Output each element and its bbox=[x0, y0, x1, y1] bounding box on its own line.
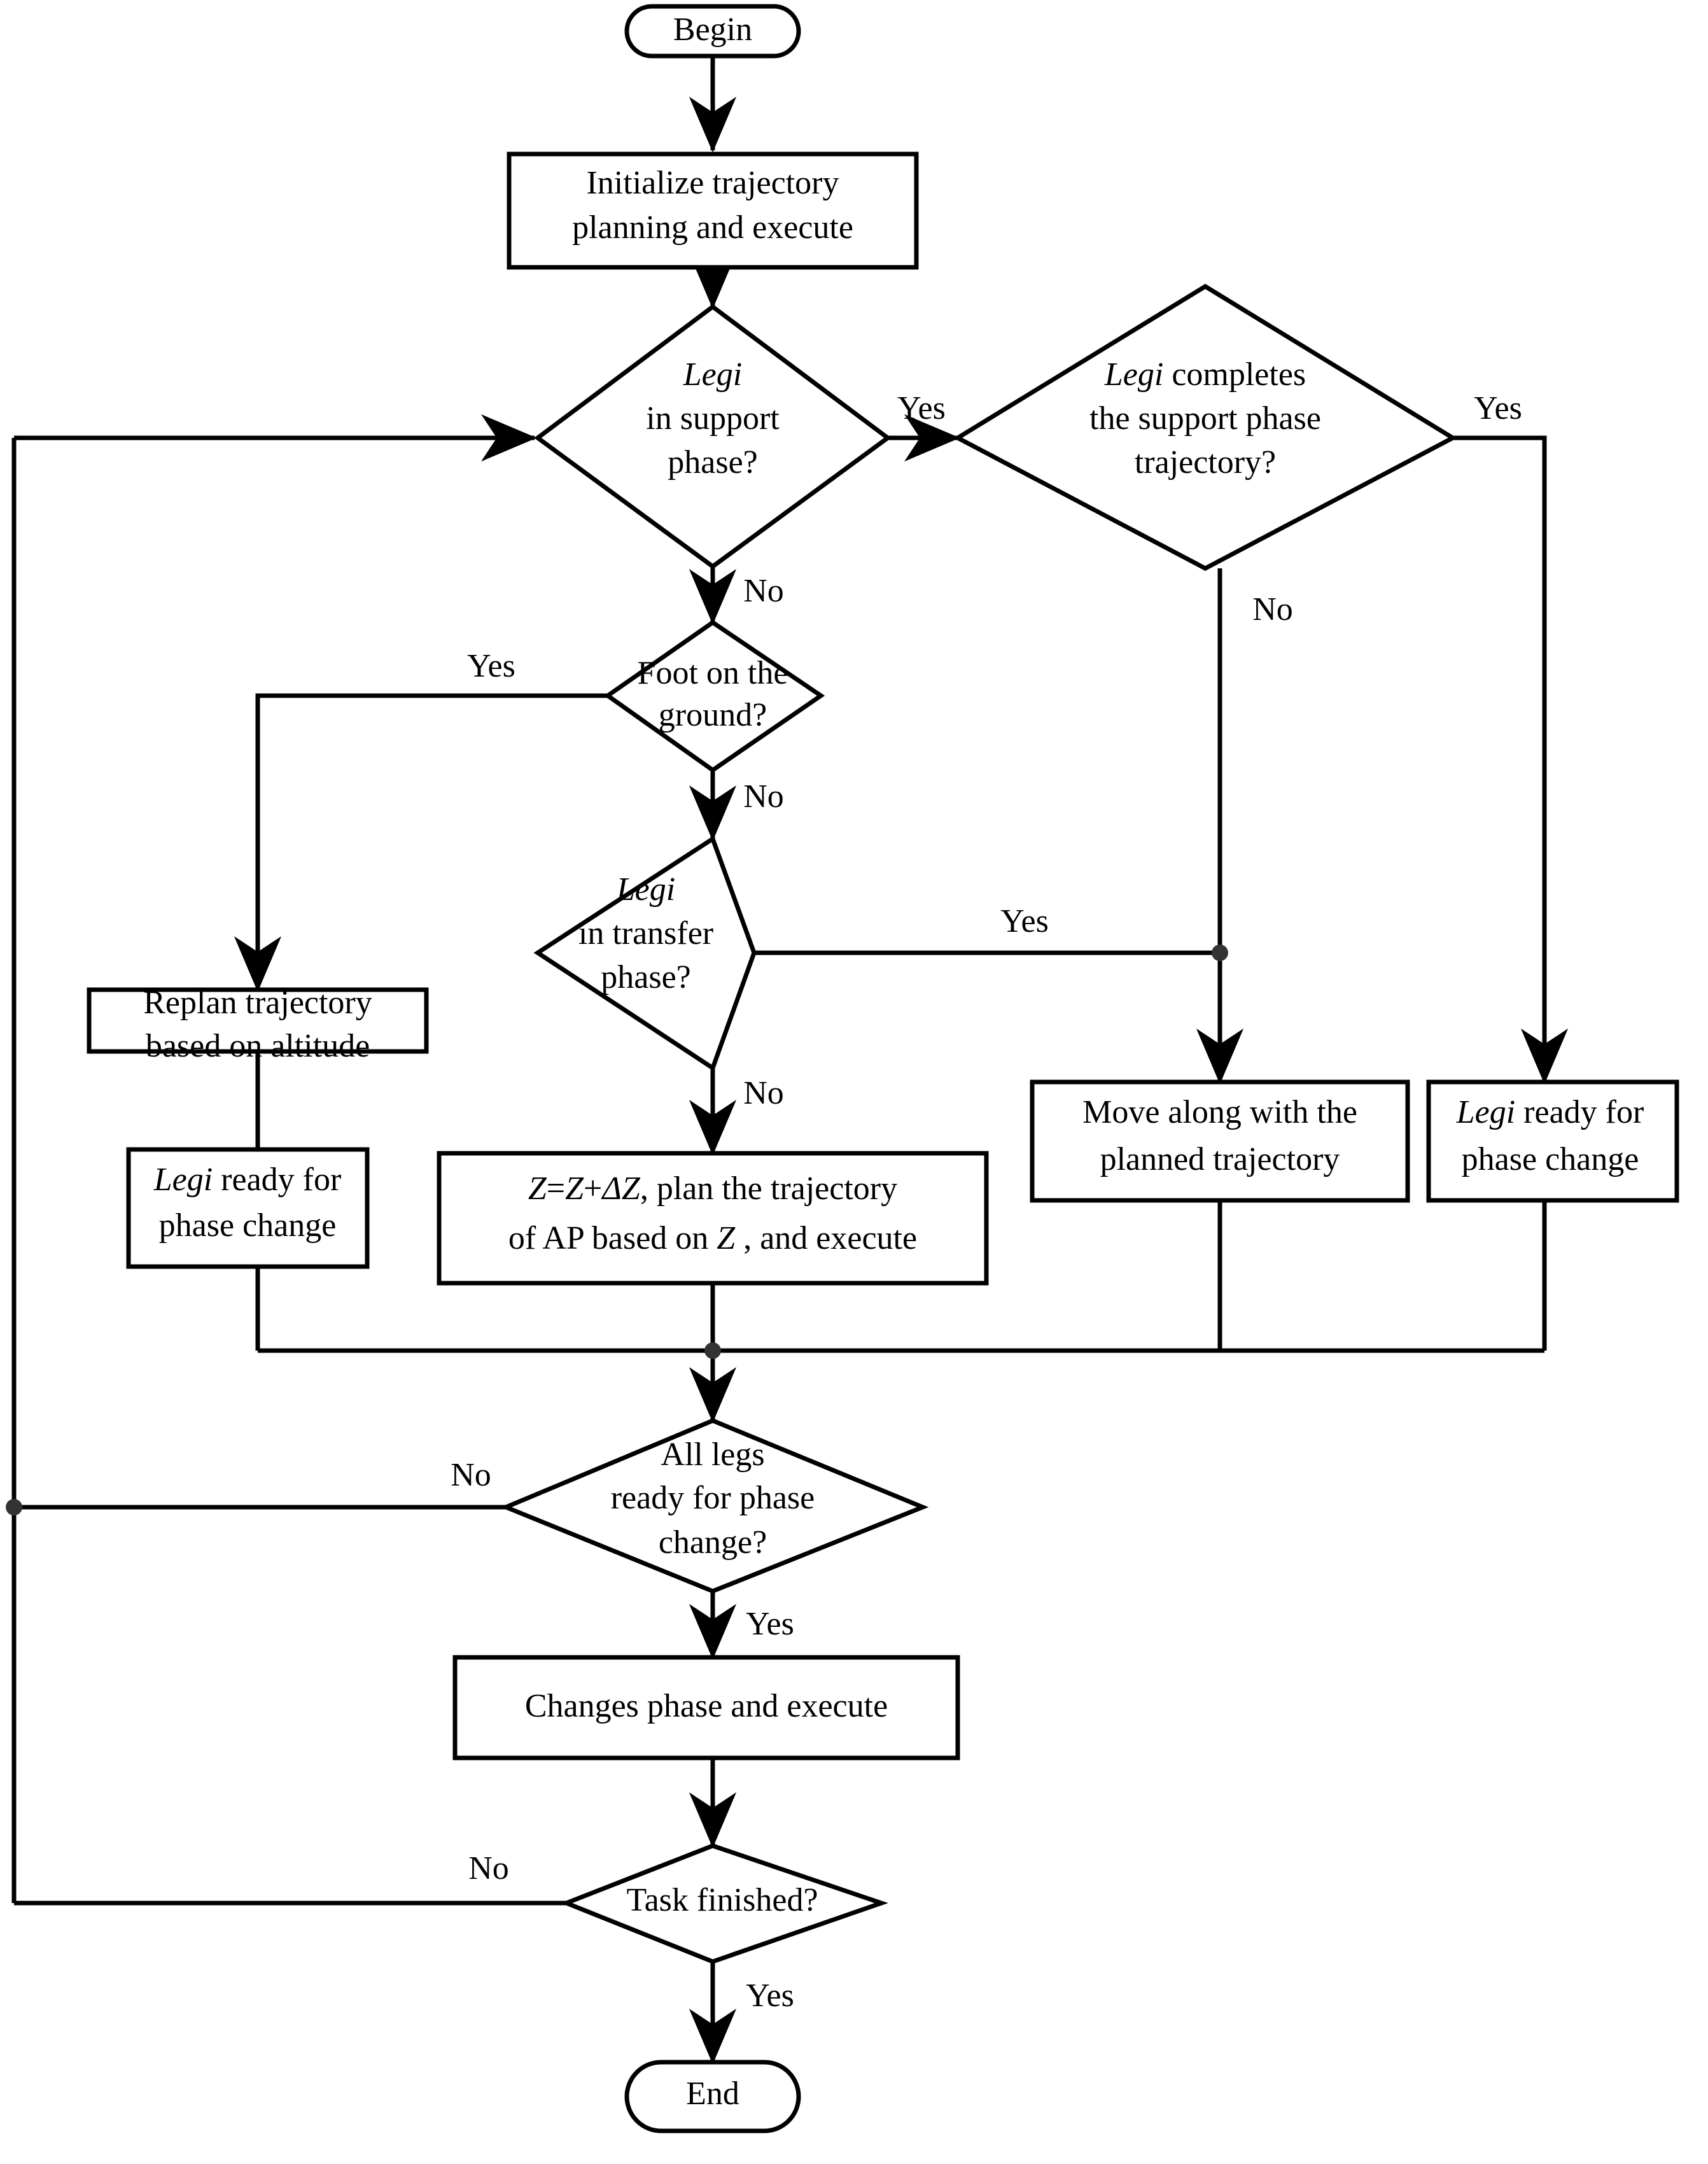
decision-foot-label-line2: ground? bbox=[659, 697, 767, 733]
begin-label: Begin bbox=[673, 11, 752, 48]
junction-dot-transfer-yes bbox=[1212, 945, 1228, 961]
edge-label-transfer-yes: Yes bbox=[1000, 903, 1049, 939]
move-shape bbox=[1030, 1079, 1410, 1203]
zstep-label-line1: Z=Z+ΔZ, plan the trajectory bbox=[528, 1170, 897, 1207]
replan-label-line1: Replan trajectory bbox=[143, 985, 372, 1021]
node-ready-for-phase-change-right[interactable]: Legi ready for phase change bbox=[1426, 1079, 1679, 1203]
node-decision-all-legs-ready[interactable]: All legs ready for phase change? bbox=[500, 1418, 929, 1594]
edge-label-complete-no: No bbox=[1252, 591, 1293, 628]
changes-shape bbox=[452, 1655, 960, 1760]
junction-dot-alllegs-no bbox=[6, 1499, 22, 1515]
node-decision-support-phase[interactable]: Legi in support phase? bbox=[534, 304, 892, 570]
decision-foot-shape bbox=[603, 619, 825, 773]
decision-task-shape bbox=[560, 1843, 888, 1964]
move-label-line1: Move along with the bbox=[1082, 1094, 1357, 1130]
decision-completes-label-line2: the support phase bbox=[1089, 400, 1321, 437]
readyright-rest: ready for bbox=[1515, 1094, 1644, 1130]
move-label-line2: planned trajectory bbox=[1100, 1141, 1340, 1177]
readyleft-legi: Legi bbox=[153, 1162, 213, 1198]
decision-transfer-label-line3: phase? bbox=[601, 959, 690, 995]
node-decision-task-finished[interactable]: Task finished? bbox=[560, 1843, 888, 1964]
edge-label-transfer-no: No bbox=[743, 1075, 784, 1111]
connector-layer bbox=[6, 56, 1569, 2065]
decision-foot-label-line1: Foot on the bbox=[638, 655, 788, 691]
readyright-shape bbox=[1426, 1079, 1679, 1203]
decision-support-label-line2: in support bbox=[646, 400, 780, 437]
decision-completes-label-line1: Legi completes bbox=[1104, 356, 1306, 393]
initialize-shape bbox=[507, 151, 919, 270]
junction-dot-merge bbox=[704, 1342, 721, 1359]
end-shape bbox=[624, 2060, 801, 2133]
node-decision-transfer-phase[interactable]: Legi in transfer phase? bbox=[533, 835, 757, 1072]
initialize-label-line2: planning and execute bbox=[572, 209, 853, 246]
decision-alllegs-label-line1: All legs bbox=[661, 1437, 764, 1473]
decision-completes-rest: completes bbox=[1163, 356, 1306, 393]
node-ready-for-phase-change-left[interactable]: Legi ready for phase change bbox=[126, 1147, 370, 1269]
decision-alllegs-label-line3: change? bbox=[659, 1524, 767, 1561]
edge-foot-yes-to-replan bbox=[234, 693, 608, 992]
decision-transfer-label-line1: Legi bbox=[616, 871, 675, 908]
readyleft-label-line1: Legi ready for bbox=[153, 1162, 342, 1198]
replan-label-line2: based on altitude bbox=[146, 1028, 370, 1064]
decision-support-label-line3: phase? bbox=[668, 444, 757, 481]
begin-shape bbox=[624, 4, 801, 59]
edge-label-complete-yes: Yes bbox=[1474, 390, 1522, 426]
decision-alllegs-label-line2: ready for phase bbox=[611, 1480, 815, 1516]
node-end[interactable]: End bbox=[624, 2060, 801, 2133]
node-changes-phase-execute[interactable]: Changes phase and execute bbox=[452, 1655, 960, 1760]
decision-completes-legi: Legi bbox=[1104, 356, 1163, 393]
edge-label-support-yes: Yes bbox=[897, 390, 946, 426]
decision-support-label-line1: Legi bbox=[683, 356, 742, 393]
node-begin[interactable]: Begin bbox=[624, 4, 801, 59]
node-replan-trajectory[interactable]: Replan trajectory based on altitude bbox=[87, 985, 429, 1064]
decision-support-shape bbox=[534, 304, 892, 570]
initialize-label-line1: Initialize trajectory bbox=[586, 165, 839, 201]
node-decision-completes-support[interactable]: Legi completes the support phase traject… bbox=[953, 283, 1458, 571]
decision-transfer-label-line2: in transfer bbox=[578, 915, 713, 952]
edge-label-layer: Yes No Yes No Yes No Yes No No Yes No Ye… bbox=[451, 390, 1522, 2014]
replan-shape bbox=[87, 987, 429, 1054]
edge-label-foot-no: No bbox=[743, 778, 784, 815]
zstep-shape bbox=[437, 1151, 989, 1286]
readyleft-label-line2: phase change bbox=[159, 1207, 337, 1244]
zstep-label-line2: of AP based on Z , and execute bbox=[508, 1220, 917, 1256]
edge-label-task-yes: Yes bbox=[746, 1978, 794, 2014]
node-z-increment-plan[interactable]: Z=Z+ΔZ, plan the trajectory of AP based … bbox=[437, 1151, 989, 1286]
node-move-planned-trajectory[interactable]: Move along with the planned trajectory bbox=[1030, 1079, 1410, 1203]
end-label: End bbox=[686, 2076, 739, 2112]
decision-alllegs-shape bbox=[500, 1418, 929, 1594]
readyright-label-line1: Legi ready for bbox=[1456, 1094, 1644, 1130]
decision-transfer-visible bbox=[533, 835, 757, 1072]
readyright-legi: Legi bbox=[1456, 1094, 1515, 1130]
node-initialize[interactable]: Initialize trajectory planning and execu… bbox=[507, 151, 919, 270]
edge-label-alllegs-yes: Yes bbox=[746, 1606, 794, 1642]
edge-label-alllegs-no: No bbox=[451, 1457, 491, 1493]
readyleft-rest: ready for bbox=[213, 1162, 341, 1198]
readyleft-shape bbox=[126, 1147, 370, 1269]
decision-task-label: Task finished? bbox=[626, 1882, 818, 1918]
readyright-label-line2: phase change bbox=[1462, 1141, 1639, 1177]
edge-label-support-no: No bbox=[743, 573, 784, 609]
edge-label-task-no: No bbox=[468, 1850, 509, 1886]
node-decision-foot-on-ground[interactable]: Foot on the ground? bbox=[603, 619, 825, 773]
edge-complete-yes-to-readyright bbox=[1453, 435, 1569, 1085]
changes-label: Changes phase and execute bbox=[525, 1688, 888, 1724]
decision-completes-shape bbox=[953, 283, 1458, 571]
decision-completes-label-line3: trajectory? bbox=[1135, 444, 1276, 481]
edge-label-foot-yes: Yes bbox=[467, 648, 515, 684]
